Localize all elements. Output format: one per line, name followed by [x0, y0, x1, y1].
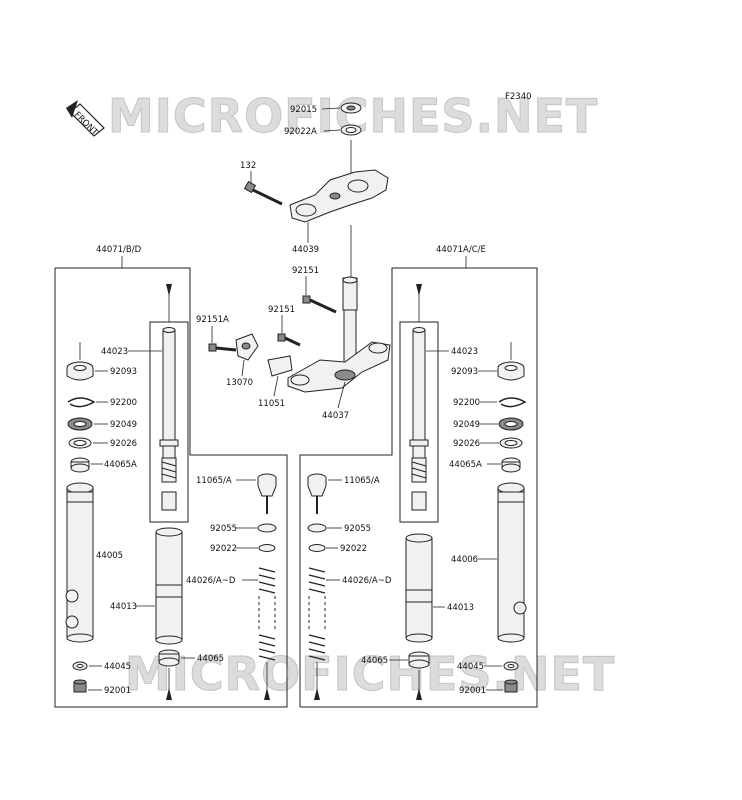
- left-o-ring-92055: [257, 523, 277, 533]
- watermark-bottom: MICROFICHES.NET: [125, 647, 615, 701]
- label-right-44023: 44023: [451, 347, 478, 357]
- label-left-44005: 44005: [96, 551, 123, 561]
- label-right-44065a: 44065A: [449, 460, 482, 470]
- label-left-92049: 92049: [110, 420, 137, 430]
- left-inner-tube-44013: [155, 527, 183, 645]
- diagram-code: F2340: [505, 92, 532, 102]
- right-bushing-44065a: [501, 457, 521, 473]
- label-right-92200: 92200: [453, 398, 480, 408]
- bolt-92151-lower: [277, 333, 301, 347]
- clamp-13070: [235, 333, 259, 361]
- right-bolt-92001: [504, 679, 518, 693]
- label-right-44006: 44006: [451, 555, 478, 565]
- left-outer-tube-44005: [65, 482, 94, 643]
- label-13070: 13070: [226, 378, 253, 388]
- right-washer-92026: [499, 437, 523, 449]
- left-group-label: 44071/B/D: [96, 245, 142, 255]
- label-left-92001: 92001: [104, 686, 131, 696]
- right-outer-tube-44006: [497, 482, 527, 643]
- right-inner-tube-44013: [405, 533, 433, 643]
- label-right-44045: 44045: [457, 662, 484, 672]
- right-o-ring-92022: [308, 544, 326, 552]
- label-right-92093: 92093: [451, 367, 478, 377]
- label-92151-top: 92151: [292, 266, 319, 276]
- label-right-92001: 92001: [459, 686, 486, 696]
- label-left-44026: 44026/A~D: [186, 576, 236, 586]
- bolt-92151a: [208, 343, 237, 352]
- label-left-11065a: 11065/A: [196, 476, 232, 486]
- left-circlip-92200: [67, 397, 96, 408]
- label-right-44026: 44026/A~D: [342, 576, 392, 586]
- upper-bracket-44039: [289, 169, 389, 223]
- label-left-92022: 92022: [210, 544, 237, 554]
- label-right-92055: 92055: [344, 524, 371, 534]
- label-right-44065: 44065: [361, 656, 388, 666]
- left-bolt-92001: [73, 679, 87, 693]
- bolt-92151-upper: [302, 295, 337, 314]
- label-44037: 44037: [322, 411, 349, 421]
- label-left-92093: 92093: [110, 367, 137, 377]
- label-left-44065: 44065: [197, 654, 224, 664]
- label-92151a: 92151A: [196, 315, 229, 325]
- left-washer-92026: [68, 437, 92, 449]
- label-92151-mid: 92151: [268, 305, 295, 315]
- watermark-top: MICROFICHES.NET: [108, 89, 598, 143]
- left-bushing-44065: [158, 649, 180, 700]
- label-left-92200: 92200: [110, 398, 137, 408]
- label-right-92022: 92022: [340, 544, 367, 554]
- label-left-92026: 92026: [110, 439, 137, 449]
- right-spring-44026: [308, 567, 326, 700]
- plate-11051: [267, 355, 293, 377]
- label-left-44023: 44023: [101, 347, 128, 357]
- left-oil-seal-92093: [66, 342, 94, 381]
- label-right-44013: 44013: [447, 603, 474, 613]
- label-132: 132: [240, 161, 256, 171]
- bolt-132: [243, 180, 283, 206]
- label-44039: 44039: [292, 245, 319, 255]
- label-left-44045: 44045: [104, 662, 131, 672]
- right-oil-seal-92093: [497, 342, 525, 381]
- left-cap-bolt-11065: [257, 473, 277, 514]
- label-92015: 92015: [290, 105, 317, 115]
- right-bushing-44065: [408, 651, 430, 700]
- left-bushing-44065a: [70, 457, 90, 473]
- label-right-11065a: 11065/A: [344, 476, 380, 486]
- label-92022a: 92022A: [284, 127, 317, 137]
- front-arrow-icon: FRONT: [66, 100, 105, 138]
- left-fork-group-box: [54, 267, 288, 708]
- left-gasket-44045: [72, 661, 88, 671]
- label-left-44013: 44013: [110, 602, 137, 612]
- right-cap-bolt-11065: [307, 473, 327, 514]
- label-right-92049: 92049: [453, 420, 480, 430]
- right-circlip-92200: [498, 397, 527, 408]
- left-dust-seal-92049: [67, 417, 93, 431]
- right-o-ring-92055: [307, 523, 327, 533]
- steering-stem-44037: [287, 276, 391, 393]
- left-spring-44026: [258, 567, 276, 700]
- label-11051: 11051: [258, 399, 285, 409]
- label-right-92026: 92026: [453, 439, 480, 449]
- label-left-44065a: 44065A: [104, 460, 137, 470]
- right-group-label: 44071A/C/E: [436, 245, 486, 255]
- right-gasket-44045: [503, 661, 519, 671]
- label-left-92055: 92055: [210, 524, 237, 534]
- left-o-ring-92022: [258, 544, 276, 552]
- right-fork-group-box: [299, 267, 538, 708]
- right-dust-seal-92049: [498, 417, 524, 431]
